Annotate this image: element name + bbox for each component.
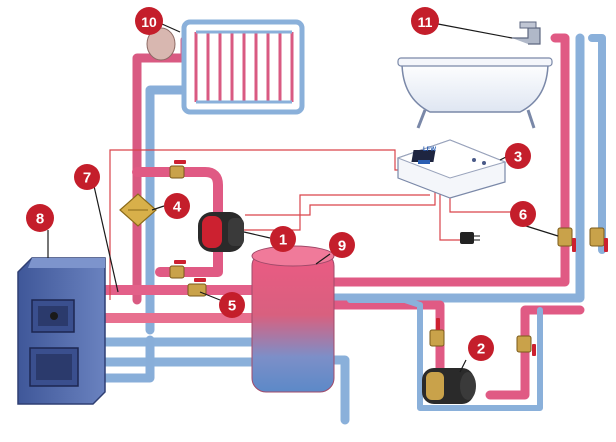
bathtub [397, 21, 553, 129]
tank-to-bath-pipe [325, 33, 570, 287]
svg-text:5: 5 [228, 298, 236, 315]
valve-right-2 [589, 227, 605, 247]
svg-text:3: 3 [514, 149, 522, 166]
svg-text:10: 10 [141, 14, 157, 30]
callout-3: 3 [505, 143, 531, 169]
radiator-return-pipe [145, 85, 190, 335]
callout-5: 5 [219, 292, 245, 318]
callout-7: 7 [74, 164, 100, 190]
callout-9: 9 [329, 232, 355, 258]
cold-supply-pipe [325, 33, 585, 303]
valve-pump-top [169, 165, 185, 179]
callout-8: 8 [26, 204, 54, 232]
radiator [146, 19, 305, 115]
callout-10: 10 [135, 7, 163, 35]
callout-6: 6 [510, 201, 536, 227]
valve-right-1 [557, 227, 573, 247]
power-plug [460, 232, 480, 244]
svg-text:7: 7 [83, 170, 91, 187]
callout-1: 1 [270, 226, 296, 252]
svg-text:6: 6 [519, 207, 527, 224]
circulation-pump [198, 212, 244, 252]
valve-5 [187, 283, 207, 297]
controller-brand: LFW [423, 147, 436, 153]
svg-text:4: 4 [173, 199, 182, 216]
wire-to-pump [235, 194, 430, 231]
filter [119, 193, 157, 227]
svg-text:2: 2 [477, 341, 485, 358]
svg-text:9: 9 [338, 238, 346, 255]
wire-to-pump-2 [245, 185, 436, 216]
svg-text:11: 11 [418, 14, 433, 30]
hot-water-pump [422, 368, 476, 404]
callout-badges: 1 2 3 4 5 6 7 8 9 10 11 [26, 7, 536, 361]
callout-2: 2 [468, 335, 494, 361]
svg-text:8: 8 [36, 211, 44, 228]
leader-lines [47, 23, 559, 373]
valve-handles [174, 160, 608, 356]
boiler-return-pipe-3 [90, 335, 155, 383]
valve-pump-bottom [169, 265, 185, 279]
pump-loop-pipe [132, 167, 223, 277]
callout-4: 4 [164, 193, 190, 219]
valve-bottom-1 [429, 329, 445, 347]
wire-to-sensor [439, 188, 460, 241]
storage-tank [251, 245, 335, 393]
valves [169, 165, 605, 353]
tank-bottom-pipe [347, 297, 543, 411]
valve-bottom-2 [516, 335, 532, 353]
boiler [17, 257, 106, 405]
pump-controller: LFW [396, 139, 507, 199]
svg-text:1: 1 [279, 232, 287, 249]
callout-11: 11 [411, 7, 439, 35]
far-right-pipe [588, 34, 606, 254]
faucet [512, 27, 541, 45]
